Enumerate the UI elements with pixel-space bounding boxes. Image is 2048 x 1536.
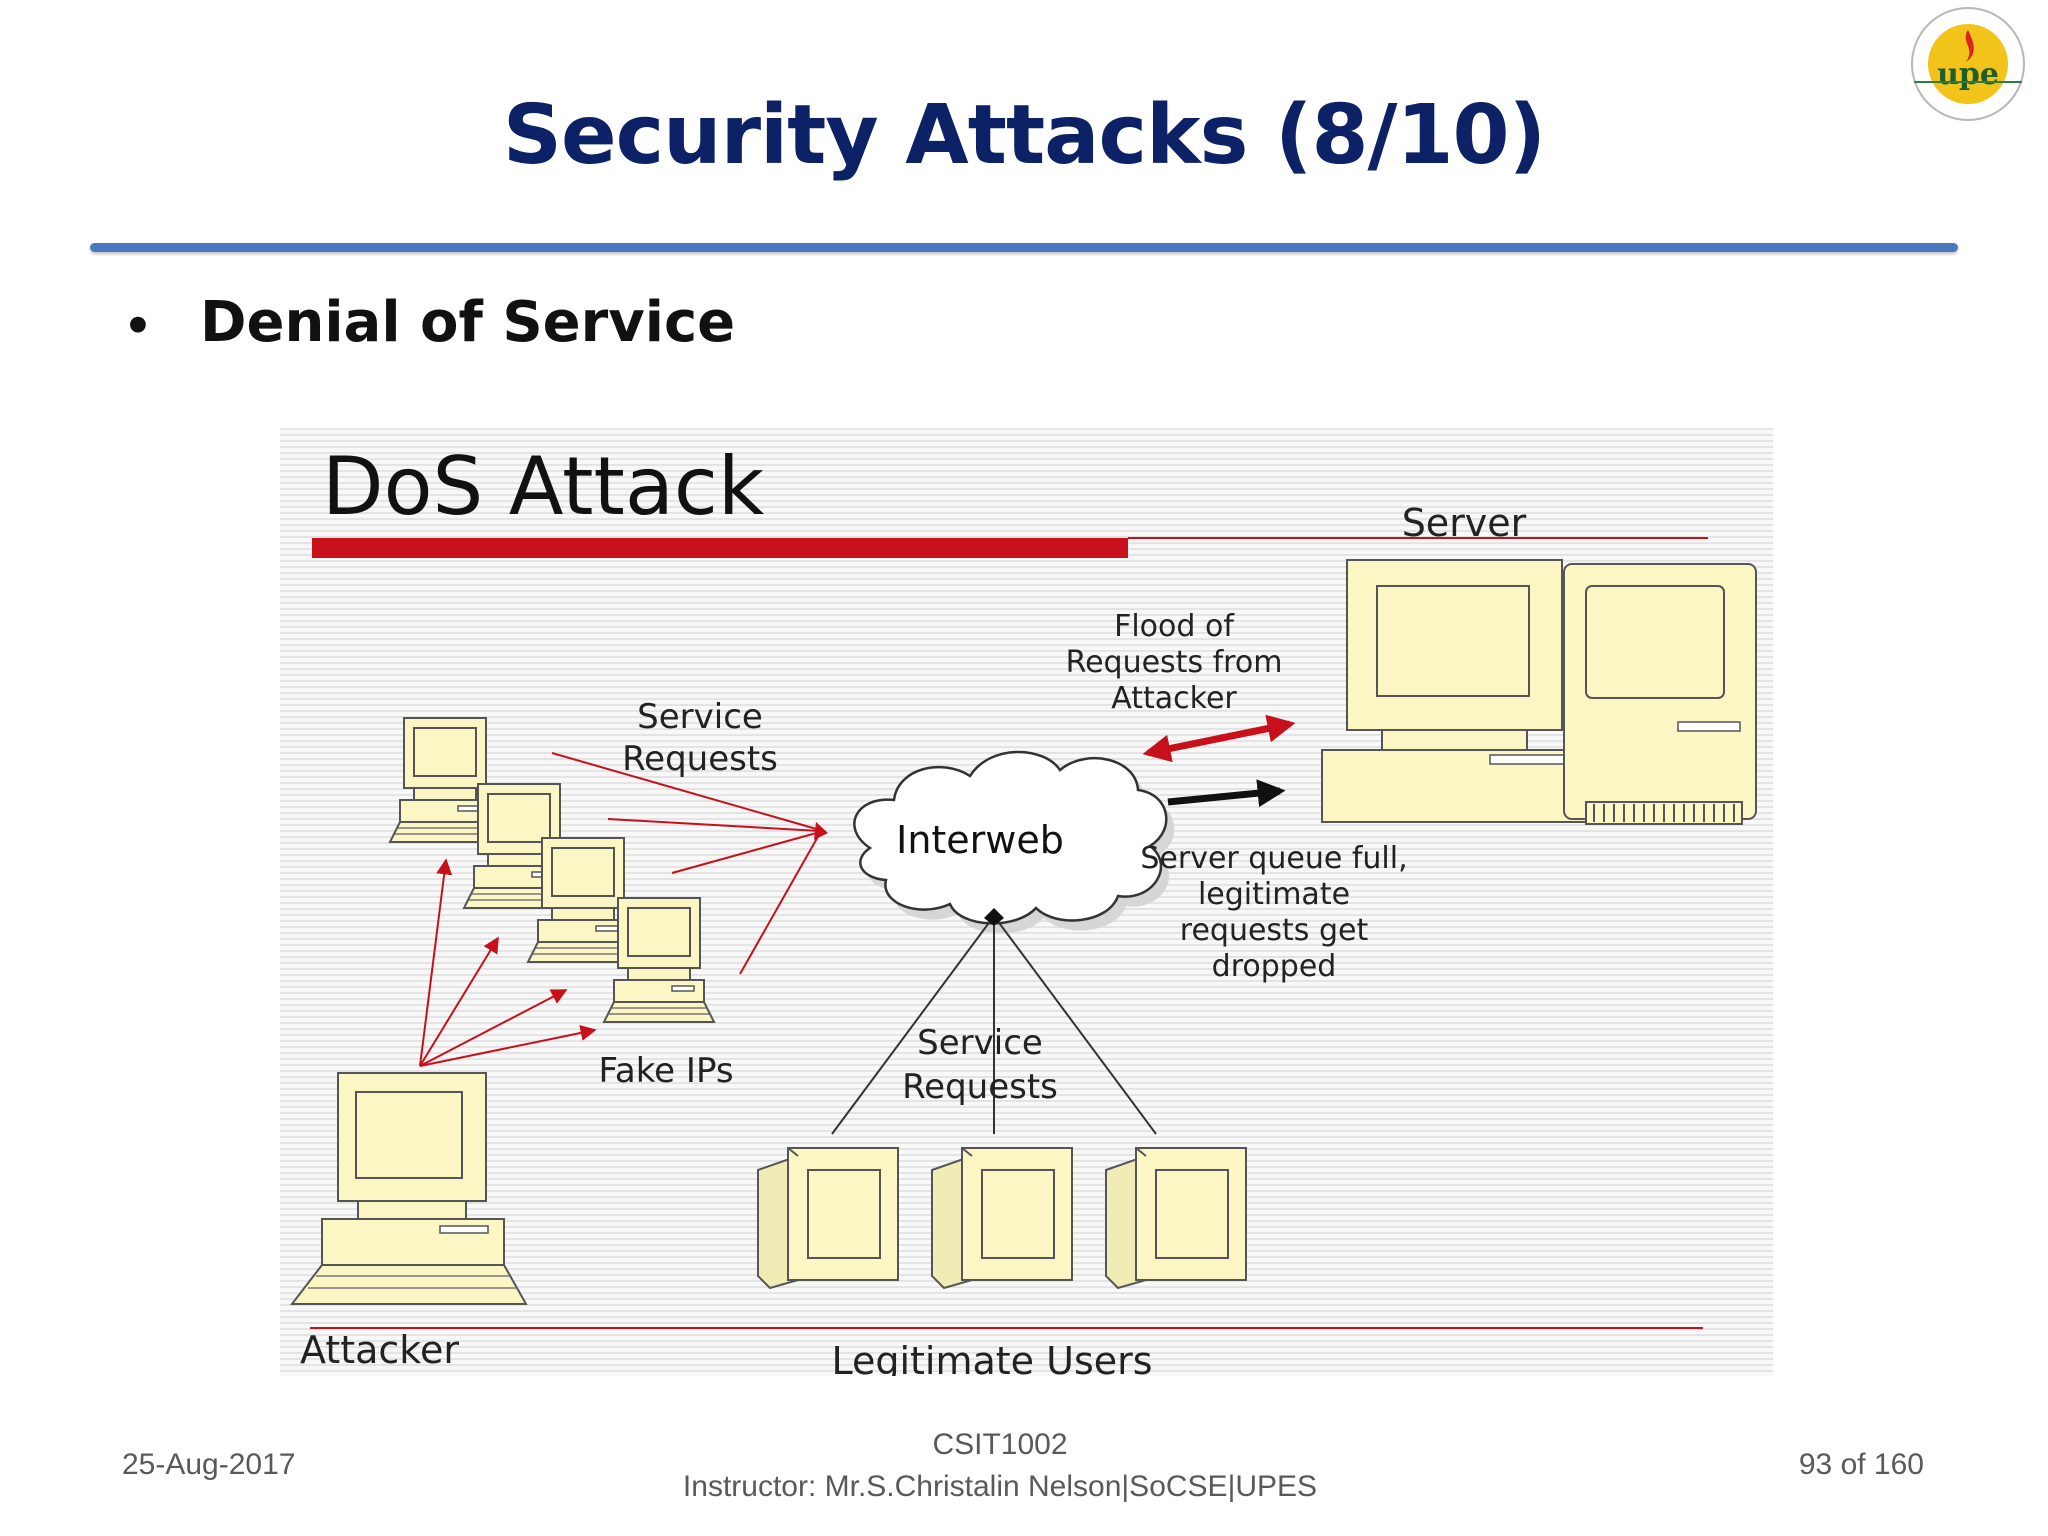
fake-request-lines	[551, 752, 821, 975]
diagram-heading: DoS Attack	[322, 440, 765, 533]
flood-label-line2: Requests from	[1066, 645, 1283, 680]
footer-date: 25-Aug-2017	[122, 1448, 296, 1481]
attacker-computer-icon	[289, 1072, 528, 1305]
attacker-label: Attacker	[300, 1328, 459, 1372]
legitimate-users-label: Legitimate Users	[831, 1339, 1152, 1376]
service-requests-label-line1: Service	[637, 697, 763, 737]
fake-ip-computer-icon	[603, 897, 715, 1023]
server-label: Server	[1402, 501, 1527, 545]
queue-label-line4: dropped	[1212, 949, 1337, 984]
dos-attack-diagram: DoS Attack Server	[280, 428, 1773, 1376]
legit-requests-label-line1: Service	[917, 1023, 1043, 1063]
footer-instructor: Instructor: Mr.S.Christalin Nelson|SoCSE…	[682, 1470, 1318, 1503]
footer-course: CSIT1002	[932, 1428, 1068, 1461]
server-computer-icon	[1321, 559, 1757, 825]
flood-double-arrow	[1142, 714, 1296, 763]
request-arrowhead	[814, 822, 828, 840]
heading-red-bar	[312, 538, 1128, 558]
footer-page-number: 93 of 160	[1798, 1448, 1924, 1481]
bullet-text: Denial of Service	[200, 290, 736, 355]
internet-cloud-icon	[853, 750, 1175, 934]
bullet-dot-icon: •	[122, 295, 154, 358]
legitimate-user-monitor-icon	[757, 1147, 899, 1289]
flood-label-line3: Attacker	[1111, 681, 1237, 716]
forward-arrow	[1167, 779, 1286, 808]
attacker-spoof-arrows	[419, 858, 597, 1067]
queue-label-line3: requests get	[1180, 913, 1369, 948]
service-requests-label-line2: Requests	[622, 739, 778, 779]
title-divider	[90, 243, 1958, 252]
university-seal-icon: upe	[1908, 4, 2028, 124]
queue-label-line2: legitimate	[1198, 877, 1350, 912]
svg-text:upe: upe	[1937, 57, 1999, 92]
slide-title: Security Attacks (8/10)	[502, 88, 1546, 183]
cloud-label: Interweb	[896, 818, 1064, 862]
legitimate-request-lines	[831, 915, 1157, 1135]
legit-requests-label-line2: Requests	[902, 1067, 1058, 1107]
legitimate-user-monitor-icon	[1105, 1147, 1247, 1289]
flood-label-line1: Flood of	[1114, 609, 1235, 644]
junction-node	[984, 908, 1004, 926]
legitimate-user-monitor-icon	[931, 1147, 1073, 1289]
fake-ips-label: Fake IPs	[598, 1051, 733, 1091]
queue-label-line1: Server queue full,	[1140, 841, 1407, 876]
